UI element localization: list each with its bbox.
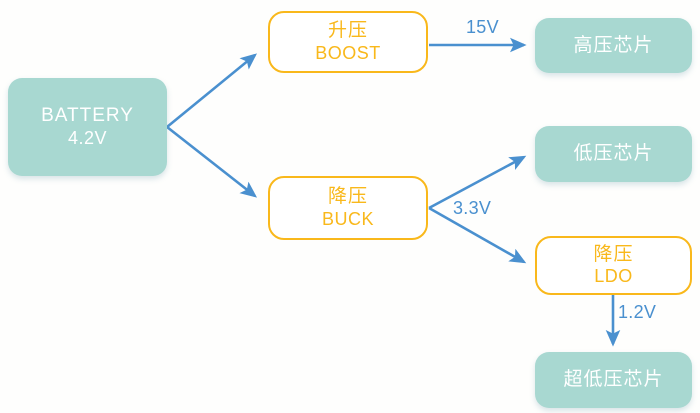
node-high-voltage-chip-label: 高压芯片 <box>573 34 654 56</box>
node-low-voltage-chip[interactable]: 低压芯片 <box>535 126 692 182</box>
node-high-voltage-chip[interactable]: 高压芯片 <box>535 18 692 73</box>
node-battery[interactable]: BATTERY 4.2V <box>8 78 167 176</box>
edge-label-3p3v: 3.3V <box>453 198 492 218</box>
node-boost-line1: 升压 <box>327 20 368 42</box>
node-low-voltage-chip-label: 低压芯片 <box>573 143 654 165</box>
node-battery-line2: 4.2V <box>67 127 108 148</box>
node-ldo-line2: LDO <box>594 266 633 287</box>
node-buck-line1: 降压 <box>327 186 368 208</box>
node-boost-line2: BOOST <box>315 42 381 63</box>
node-ldo[interactable]: 降压 LDO <box>535 236 692 295</box>
edge-battery-to-boost <box>166 53 258 129</box>
node-ldo-line1: 降压 <box>593 243 634 265</box>
node-ultra-low-voltage-chip-label: 超低压芯片 <box>563 369 664 391</box>
edge-battery-to-buck <box>166 125 258 198</box>
node-boost[interactable]: 升压 BOOST <box>268 11 428 73</box>
edge-label-15v: 15V <box>466 17 499 37</box>
node-buck-line2: BUCK <box>321 208 374 229</box>
node-ultra-low-voltage-chip[interactable]: 超低压芯片 <box>535 352 692 408</box>
node-battery-line1: BATTERY <box>41 105 134 127</box>
edge-label-1p2v: 1.2V <box>618 302 657 322</box>
node-buck[interactable]: 降压 BUCK <box>268 176 428 240</box>
